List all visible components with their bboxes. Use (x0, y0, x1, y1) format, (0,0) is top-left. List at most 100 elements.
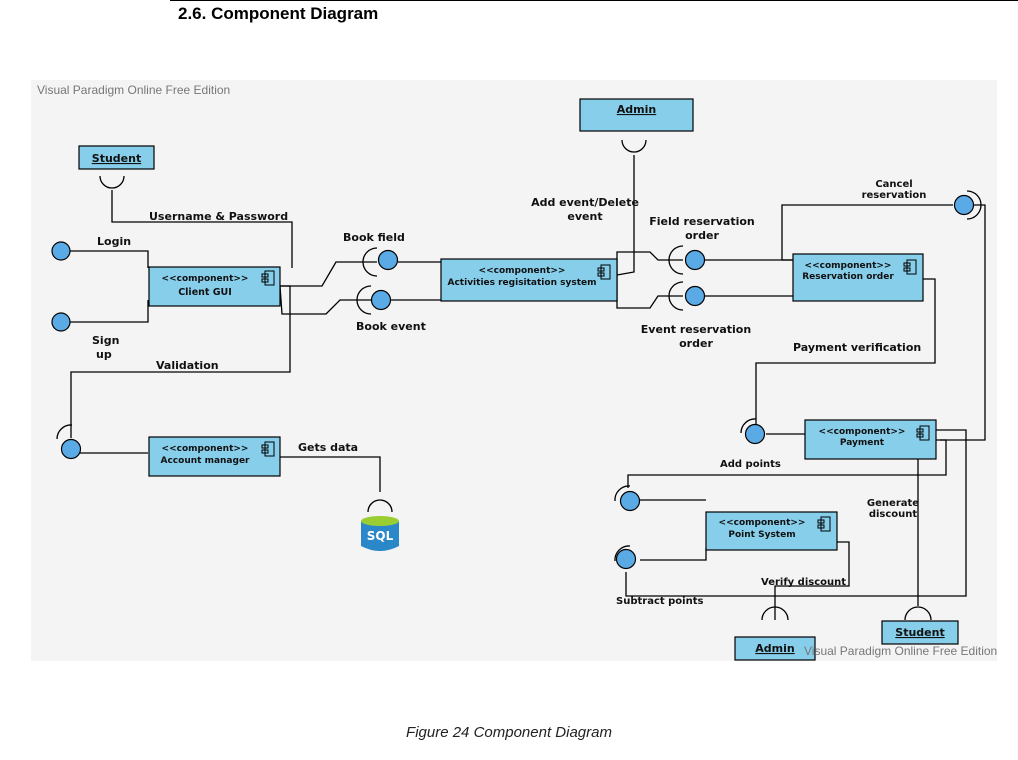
interface-book-event (370, 289, 392, 311)
sql-database-icon: SQL (361, 516, 399, 551)
svg-text:Activities regisitation system: Activities regisitation system (448, 278, 597, 288)
socket-points-bottom (614, 545, 631, 562)
label-event-reservation-2: order (679, 337, 713, 350)
socket-book-field (362, 247, 378, 277)
label-validation: Validation (156, 359, 219, 372)
svg-text:Student: Student (92, 152, 141, 165)
label-add-delete-event: Add event/Delete (531, 196, 639, 209)
component-reservation: <<component>> Reservation order (792, 253, 924, 302)
interface-payment (744, 423, 766, 445)
svg-text:Student: Student (895, 626, 944, 639)
label-cancel-2: reservation (862, 190, 927, 201)
sql-label: SQL (367, 529, 394, 543)
interface-signup (51, 312, 71, 332)
interface-account (60, 438, 82, 460)
label-cancel: Cancel (875, 179, 912, 190)
connector-add-points (627, 439, 947, 488)
label-payment-verification: Payment verification (793, 341, 921, 354)
actor-admin-top: Admin (579, 98, 694, 132)
socket-book-event (356, 285, 372, 315)
component-activities: <<component>> Activities regisitation sy… (440, 258, 618, 302)
connector-subtract (625, 429, 967, 597)
interface-cancel (953, 194, 975, 216)
component-icon (817, 516, 831, 532)
svg-text:Reservation order: Reservation order (802, 272, 894, 282)
socket-payment (740, 418, 757, 434)
label-up: up (96, 348, 112, 361)
socket-field-res (668, 245, 684, 275)
label-book-field: Book field (343, 231, 405, 244)
interface-event-res (684, 285, 706, 307)
svg-text:Admin: Admin (617, 103, 656, 116)
component-icon (916, 425, 930, 441)
svg-text:Payment: Payment (840, 438, 885, 448)
watermark-bottom: Visual Paradigm Online Free Edition (804, 644, 997, 658)
interface-points-bottom (615, 548, 637, 570)
label-add-points: Add points (720, 459, 781, 470)
socket-cancel (966, 190, 982, 220)
socket-admin-top (621, 139, 647, 153)
label-subtract-points: Subtract points (616, 596, 703, 607)
label-event-reservation: Event reservation (641, 323, 751, 336)
connector-student-username (111, 190, 293, 268)
label-verify-discount: Verify discount (761, 577, 846, 588)
connector-verify-discount (774, 541, 850, 620)
svg-text:<<component>>: <<component>> (719, 518, 806, 528)
socket-admin-bottom (761, 606, 789, 621)
label-login: Login (97, 235, 131, 248)
actor-student-bottom: Student (881, 620, 959, 645)
component-payment: <<component>> Payment (804, 419, 937, 460)
connector-cancel-payment (940, 204, 986, 441)
label-username-password: Username & Password (149, 210, 288, 223)
watermark-top: Visual Paradigm Online Free Edition (37, 83, 230, 97)
svg-text:<<component>>: <<component>> (805, 261, 892, 271)
interface-points-top (619, 490, 641, 512)
connector-points-bottom (640, 548, 707, 561)
svg-text:<<component>>: <<component>> (819, 427, 906, 437)
connector-admin-top (616, 155, 635, 276)
connector-book-field (280, 261, 377, 287)
socket-event-res (668, 281, 684, 311)
svg-text:<<component>>: <<component>> (162, 444, 249, 454)
connector-login (70, 250, 149, 268)
connector-field-res (616, 251, 683, 276)
socket-points-top (614, 485, 631, 502)
sockets (56, 139, 982, 621)
top-rule (170, 0, 1018, 1)
svg-text:Point System: Point System (728, 530, 795, 540)
svg-text:Admin: Admin (755, 642, 794, 655)
component-account-manager: <<component>> Account manager (148, 436, 281, 477)
connector-payment-verification (755, 278, 936, 425)
component-icon (261, 441, 275, 457)
label-book-event: Book event (356, 320, 426, 333)
label-sign: Sign (92, 334, 119, 347)
connector-book-event (279, 285, 371, 315)
label-gets-data: Gets data (298, 441, 358, 454)
component-icon (261, 270, 275, 286)
interface-login (51, 241, 71, 261)
interface-book-field (377, 249, 399, 271)
socket-student-top (99, 175, 125, 189)
label-field-reservation-2: order (685, 229, 719, 242)
component-icon (597, 264, 611, 280)
svg-text:Account manager: Account manager (161, 456, 251, 466)
actor-admin-bottom: Admin (734, 636, 816, 661)
connector-cancel (781, 204, 953, 261)
label-add-delete-event-2: event (567, 210, 602, 223)
component-icon (903, 259, 917, 275)
interface-balls (51, 194, 975, 570)
connector-signup (70, 300, 149, 323)
socket-student-bottom (904, 606, 932, 621)
component-point-system: <<component>> Point System (705, 511, 838, 551)
label-field-reservation: Field reservation (649, 215, 755, 228)
actor-student-top: Student (78, 145, 155, 170)
section-heading: 2.6. Component Diagram (178, 4, 379, 23)
label-generate: Generate (867, 498, 919, 509)
socket-sql (367, 499, 393, 513)
label-generate-2: discount (869, 509, 918, 520)
figure-caption: Figure 24 Component Diagram (406, 724, 612, 741)
socket-account (56, 424, 73, 440)
connector-event-res (616, 276, 683, 309)
component-client-gui: <<component>> Client GUI (148, 266, 281, 307)
